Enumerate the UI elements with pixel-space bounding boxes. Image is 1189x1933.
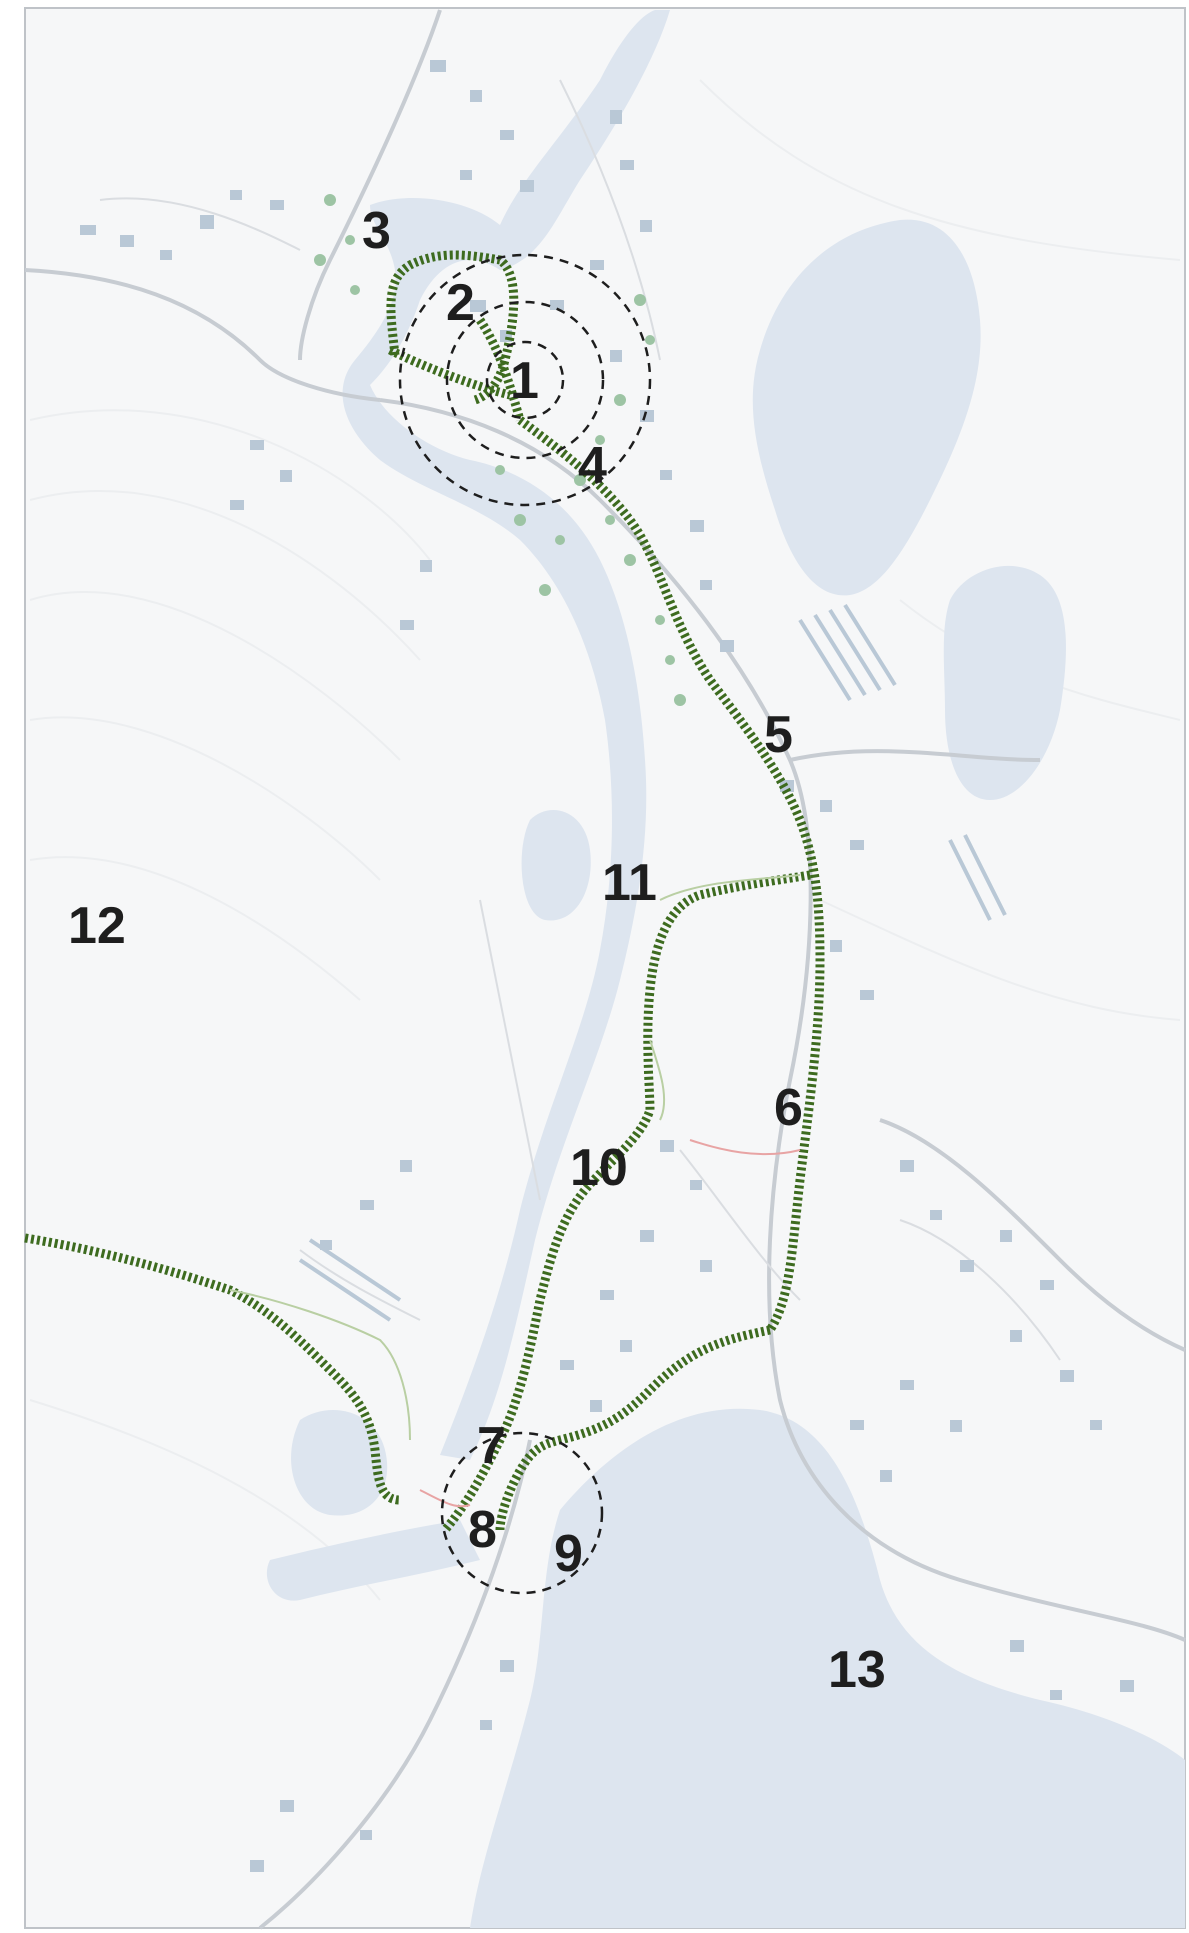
label-1: 1 — [510, 352, 539, 410]
water-bodies — [266, 10, 1185, 1928]
label-8: 8 — [468, 1501, 497, 1559]
label-9: 9 — [554, 1525, 583, 1583]
thin-trails — [229, 874, 801, 1441]
label-3: 3 — [362, 202, 391, 260]
label-13: 13 — [828, 1641, 886, 1699]
label-12: 12 — [68, 897, 126, 955]
map-labels: 1 2 3 4 5 6 7 8 9 10 11 12 13 — [68, 202, 886, 1699]
label-10: 10 — [570, 1139, 628, 1197]
west-pond — [291, 1410, 388, 1516]
trail-network — [24, 250, 825, 1533]
roads — [24, 9, 1186, 1930]
right-lake — [943, 565, 1066, 800]
trees — [314, 194, 686, 706]
zone-circle-south — [440, 1431, 604, 1595]
red-paths — [419, 1139, 801, 1508]
buildings — [80, 60, 1134, 1872]
trail-main-south — [517, 416, 825, 1333]
road-south — [258, 1439, 532, 1930]
label-11: 11 — [602, 854, 657, 912]
long-buildings — [298, 603, 1007, 1322]
lower-outlet — [266, 1520, 480, 1601]
zone-circle-inner — [485, 340, 565, 420]
upper-lake — [752, 219, 981, 596]
label-2: 2 — [446, 274, 475, 332]
label-6: 6 — [774, 1079, 803, 1137]
label-7: 7 — [477, 1417, 506, 1475]
road-west — [24, 268, 381, 402]
trail-loop-north — [386, 250, 519, 405]
center-pond — [521, 810, 591, 921]
trail-center-link — [476, 317, 525, 422]
trail-loop-south-east — [495, 1325, 771, 1531]
zone-circle-middle — [445, 300, 605, 460]
road-residential — [879, 1118, 1186, 1352]
road-main — [379, 398, 1186, 1642]
minor-roads — [99, 79, 1061, 1361]
lower-lake — [470, 1408, 1185, 1928]
label-5: 5 — [764, 706, 793, 764]
trail-western-branch — [441, 870, 811, 1533]
trail-west-connector — [387, 345, 512, 400]
road-north — [298, 9, 442, 361]
zone-circle-outer — [398, 253, 652, 507]
label-4: 4 — [578, 437, 607, 495]
road-east — [789, 749, 1041, 762]
zone-circles — [398, 253, 652, 1595]
trail-far-west — [24, 1233, 401, 1505]
